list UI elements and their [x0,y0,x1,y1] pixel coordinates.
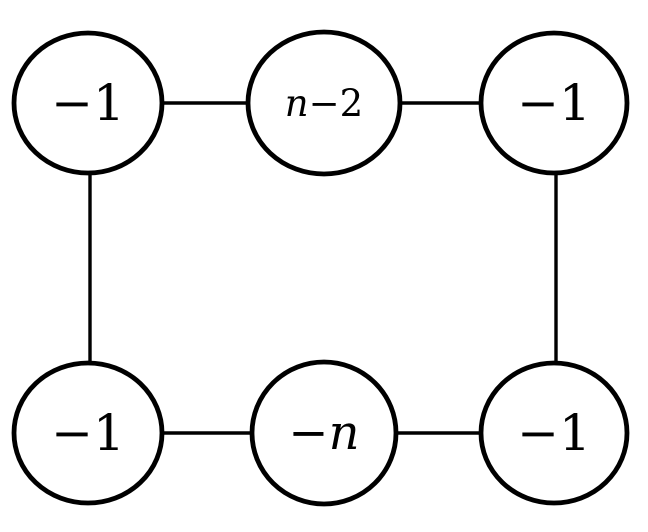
node-label-bottom-left: −1 [51,404,125,462]
node-top-left [11,30,165,176]
node-bottom-middle [249,359,399,507]
node-top-middle [245,29,403,177]
node-label-bottom-right: −1 [517,404,591,462]
node-bottom-right [478,360,630,506]
node-label-top-right: −1 [517,74,591,132]
node-label-bottom-middle: −n [288,405,359,461]
node-top-right [478,30,630,176]
node-label-top-middle: n−2 [285,82,363,125]
node-label-top-left: −1 [51,74,125,132]
node-bottom-left [11,360,165,506]
